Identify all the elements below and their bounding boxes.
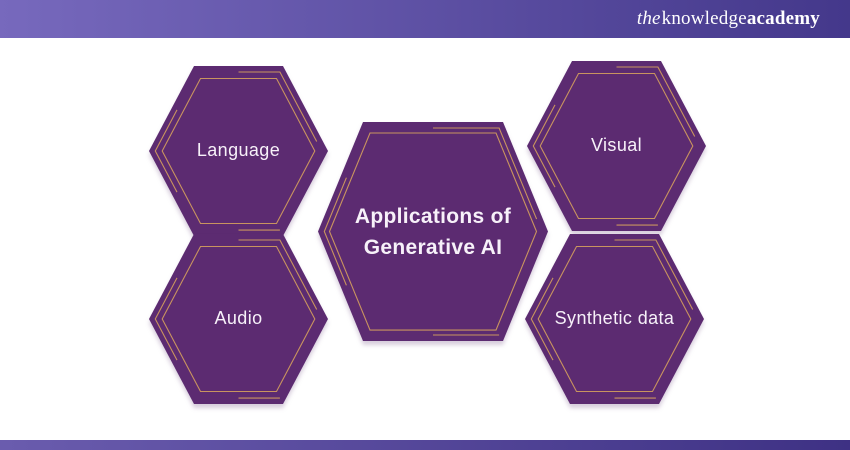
hexagon-synthetic-data: Synthetic data — [525, 234, 704, 404]
hexagon-visual-shape — [527, 61, 706, 231]
logo-word-academy: academy — [746, 8, 820, 29]
hexagon-audio-shape — [149, 234, 328, 404]
logo-word-knowledge: knowledge — [661, 8, 747, 29]
hexagon-diagram: Language Visual Audio Synthetic data App… — [0, 38, 850, 440]
hexagon-language: Language — [149, 66, 328, 236]
hexagon-synthetic-data-label: Synthetic data — [554, 308, 675, 329]
hexagon-language-label: Language — [196, 140, 281, 161]
diagram-title: Applications of Generative AI — [318, 122, 548, 341]
brand-logo: theknowledgeacademy — [637, 8, 850, 30]
footer-bar — [0, 440, 850, 450]
hexagon-center-shape — [318, 122, 548, 341]
diagram-title-line2: Generative AI — [363, 235, 503, 259]
hexagon-audio: Audio — [149, 234, 328, 404]
header-bar: theknowledgeacademy — [0, 0, 850, 38]
hexagon-center-title: Applications of Generative AI — [318, 122, 548, 341]
logo-word-the: the — [636, 8, 661, 29]
diagram-title-line1: Applications of — [354, 204, 512, 228]
hexagon-visual: Visual — [527, 61, 706, 231]
hexagon-audio-label: Audio — [214, 308, 263, 329]
hexagon-synthetic-data-shape — [525, 234, 704, 404]
hexagon-language-shape — [149, 66, 328, 236]
hexagon-visual-label: Visual — [590, 135, 643, 156]
